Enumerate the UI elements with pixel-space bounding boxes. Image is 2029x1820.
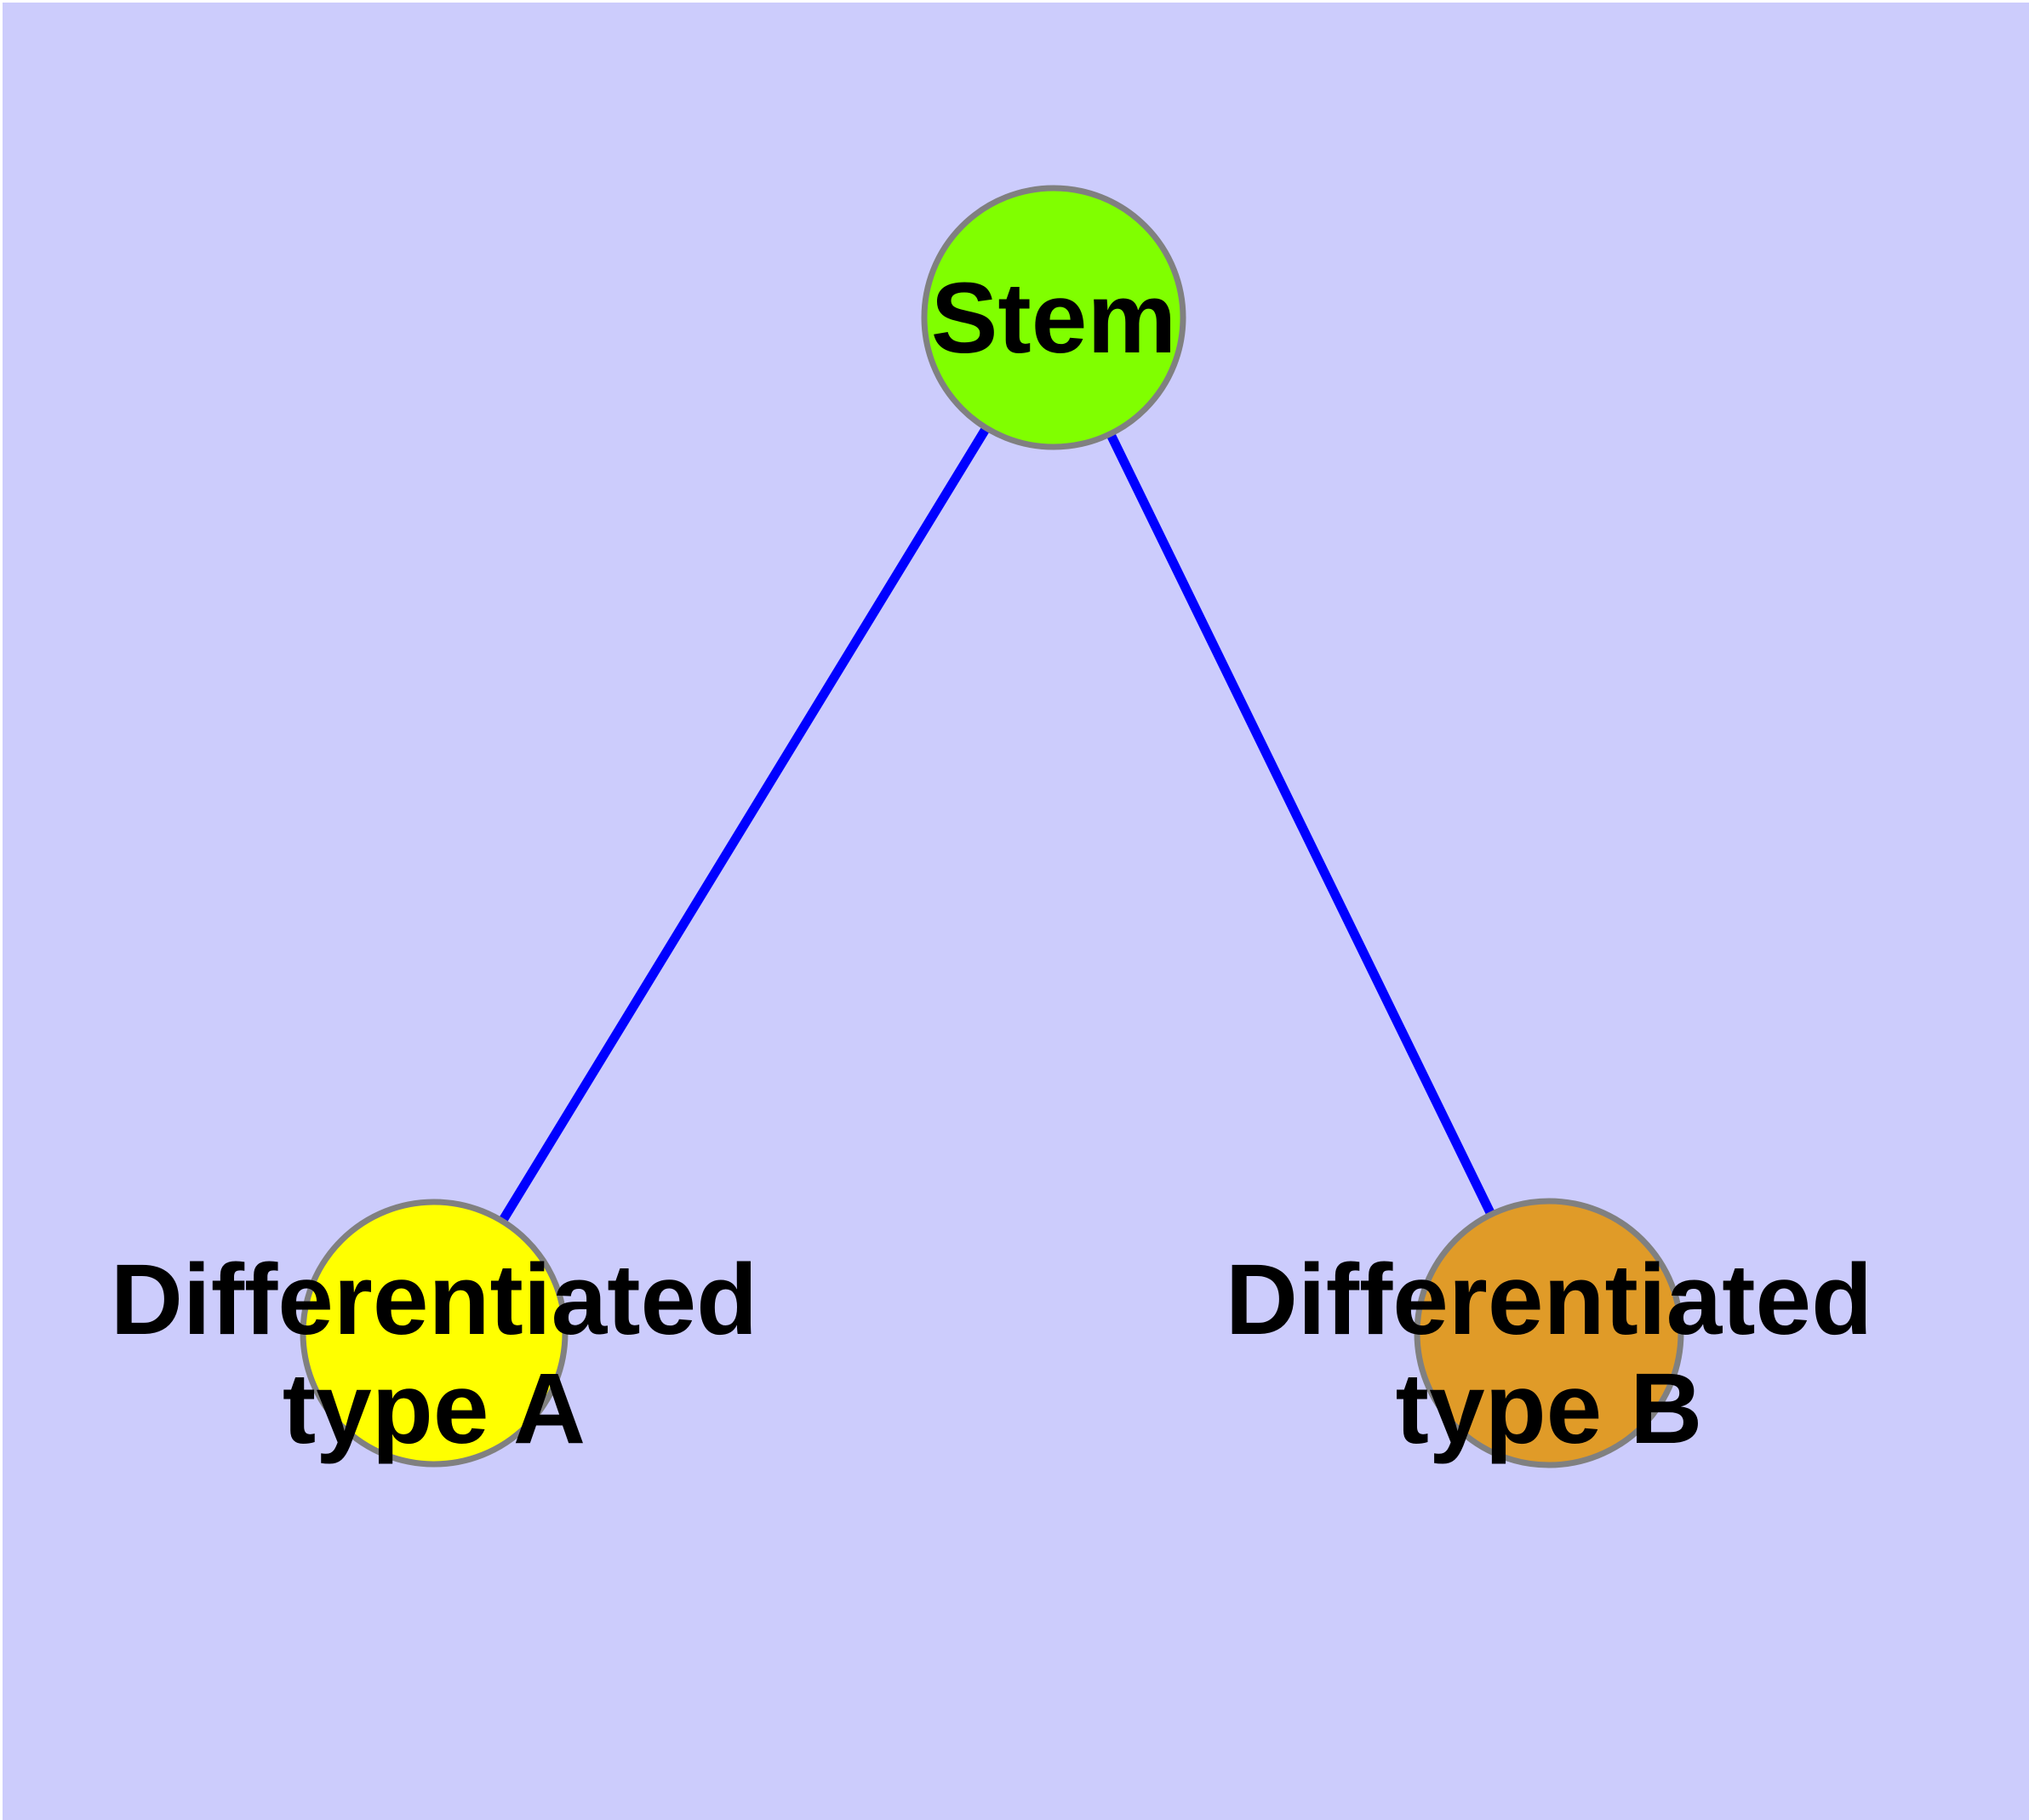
node-stem-circle[interactable] [921,185,1186,450]
edge-stem-to-differentiated-type-b[interactable] [1049,315,1553,1336]
node-label-stem: Stem [931,262,1177,375]
node-differentiated-type-b-circle[interactable] [1414,1198,1684,1468]
node-label-differentiated-type-a-line1: Differentiated [111,1244,758,1356]
node-layer [300,185,1684,1468]
node-differentiated-type-a[interactable] [300,1199,569,1468]
label-layer: Stem Differentiated type A Differentiate… [111,262,1873,1465]
node-differentiated-type-a-circle[interactable] [300,1199,569,1468]
edge-stem-to-differentiated-type-a[interactable] [430,315,1058,1336]
node-label-differentiated-type-b-line2: type B [1396,1353,1703,1465]
node-label-differentiated-type-a-line2: type A [283,1353,586,1465]
node-label-differentiated-type-b-line1: Differentiated [1226,1244,1873,1356]
node-stem[interactable] [921,185,1186,450]
node-differentiated-type-b[interactable] [1414,1198,1684,1468]
edge-layer [430,315,1553,1336]
